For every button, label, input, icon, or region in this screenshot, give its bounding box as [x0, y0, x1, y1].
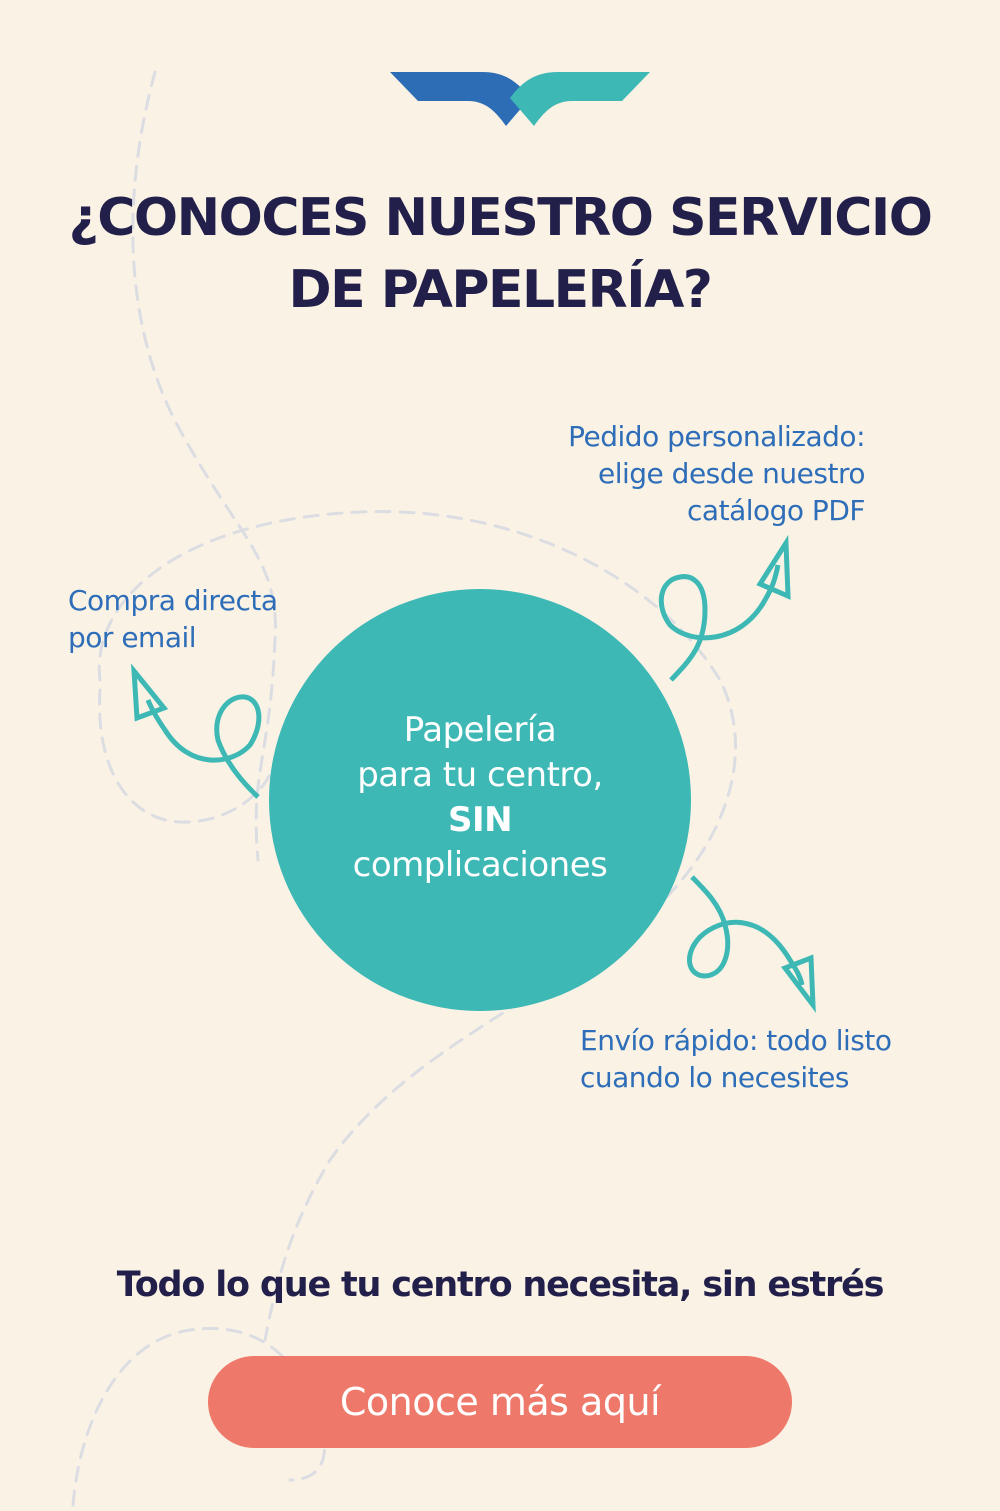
tagline: Todo lo que tu centro necesita, sin estr… — [116, 1265, 885, 1305]
curly-arrow-down-right-icon — [687, 875, 816, 1013]
curly-arrow-up-left-icon — [131, 663, 262, 799]
feature-direct-purchase-line-2: por email — [68, 621, 197, 654]
curly-arrow-up-right-icon — [658, 534, 791, 682]
hero-line-3-emphasis: SIN — [447, 800, 513, 840]
hero-line-4: complicaciones — [352, 845, 608, 885]
feature-direct-purchase-line-1: Compra directa — [68, 584, 278, 617]
learn-more-button-label: Conoce más aquí — [339, 1380, 661, 1424]
page-title: ¿CONOCES NUESTRO SERVICIO DE PAPELERÍA? — [0, 182, 1000, 326]
feature-direct-purchase: Compra directa por email — [68, 582, 278, 656]
hero-circle: Papelería para tu centro, SIN complicaci… — [269, 589, 691, 1011]
hero-line-2: para tu centro, — [357, 755, 603, 795]
hero-line-1: Papelería — [403, 710, 557, 750]
feature-fast-shipping-line-2: cuando lo necesites — [580, 1061, 849, 1094]
wings-logo-icon — [390, 72, 650, 126]
feature-custom-order-line-2: elige desde nuestro — [598, 457, 865, 490]
feature-custom-order-line-1: Pedido personalizado: — [568, 420, 865, 453]
feature-fast-shipping: Envío rápido: todo listo cuando lo neces… — [580, 1022, 892, 1096]
title-line-2: DE PAPELERÍA? — [288, 260, 713, 320]
feature-fast-shipping-line-1: Envío rápido: todo listo — [580, 1024, 892, 1057]
title-line-1: ¿CONOCES NUESTRO SERVICIO — [68, 188, 933, 248]
feature-custom-order-line-3: catálogo PDF — [687, 494, 865, 527]
feature-custom-order: Pedido personalizado: elige desde nuestr… — [568, 418, 865, 529]
learn-more-button[interactable]: Conoce más aquí — [208, 1356, 792, 1448]
